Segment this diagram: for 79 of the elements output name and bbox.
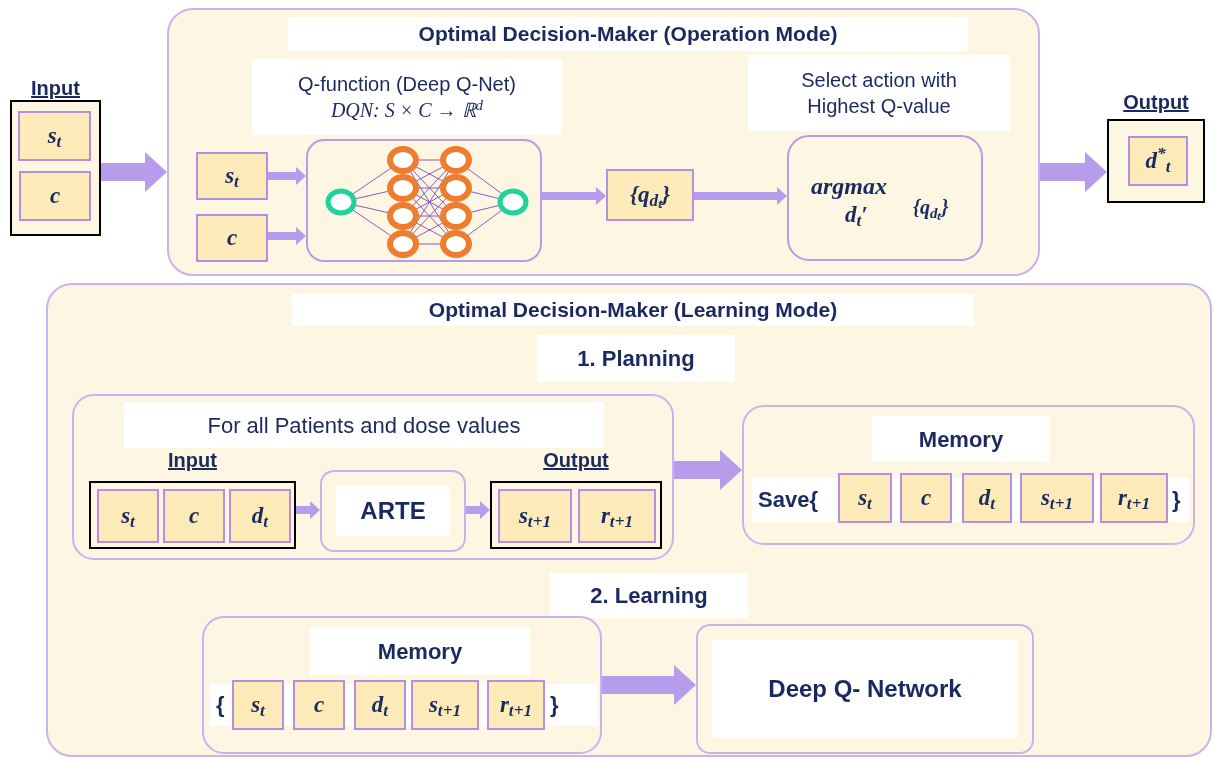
math-symbol: {q$_{dₜ}$} [913, 195, 949, 219]
variable-box [498, 489, 572, 543]
math-symbol: s$_{t}$ [858, 483, 872, 516]
panel [46, 283, 1212, 757]
caption-band [550, 573, 748, 618]
math-symbol: c [188, 501, 200, 530]
math-symbol: s$_{t}$ [251, 690, 265, 723]
math-symbol: r$_{t+1}$ [1117, 483, 1151, 516]
variable-box [411, 680, 479, 730]
caption-band [537, 335, 735, 382]
memory-box [202, 616, 602, 754]
variable-box [196, 214, 268, 262]
math-symbol: r$_{t+1}$ [600, 501, 634, 534]
process-box [696, 624, 1034, 754]
panel-title: Optimal Decision-Maker (Learning Mode) [292, 294, 974, 326]
variable-box [232, 680, 284, 730]
caption-text: Select action with Highest Q-value [800, 68, 958, 119]
variable-box [19, 171, 91, 221]
math-symbol: c [49, 181, 61, 210]
math-symbol: s$_{t+1}$ [1040, 483, 1074, 516]
caption-band [748, 55, 1010, 131]
heading: Output [542, 448, 610, 472]
panel-title: Optimal Decision-Maker (Operation Mode) [288, 17, 968, 51]
math-symbol: s$_{t+1}$ [428, 690, 462, 723]
process-label: ARTE [336, 486, 450, 536]
caption-text: 2. Learning [590, 582, 708, 610]
variable-box [962, 473, 1012, 523]
variable-box [18, 111, 91, 161]
math-symbol: s$_{t}$ [121, 501, 135, 534]
heading: Input [30, 76, 81, 100]
heading: Input [167, 448, 218, 472]
process-box [320, 470, 466, 552]
heading: Output [1122, 90, 1190, 114]
variable-box [196, 152, 268, 200]
variable-box [229, 489, 291, 543]
process-box [72, 394, 674, 560]
caption-text: Memory [377, 637, 463, 666]
math-operator: argmax [811, 173, 887, 199]
panel [167, 8, 1040, 276]
variable-box [1100, 473, 1168, 523]
caption-text: 1. Planning [577, 345, 695, 373]
variable-box [900, 473, 952, 523]
variable-box [293, 680, 345, 730]
bracket-text: } [550, 691, 559, 719]
argmax-box [787, 135, 983, 261]
caption-band [872, 416, 1050, 462]
caption-band [310, 627, 530, 675]
math-symbol: {q$_{dₜ}$} [629, 180, 671, 213]
variable-box [354, 680, 406, 730]
variable-box [487, 680, 545, 730]
caption-text: Memory [918, 425, 1004, 454]
variable-box [606, 169, 694, 221]
bracket-text: } [1172, 486, 1181, 514]
math-symbol: r$_{t+1}$ [499, 690, 533, 723]
network-box [306, 139, 542, 262]
math-symbol: d$_{t}$ [371, 690, 389, 723]
caption-text: DQN: S × C → ℝ$^{d}$ [330, 97, 484, 123]
math-symbol: c [920, 483, 932, 512]
variable-box [1020, 473, 1094, 523]
math-symbol: d$_{t}$ [978, 483, 996, 516]
caption-band [252, 59, 562, 135]
math-symbol: s$_{t+1}$ [518, 501, 552, 534]
variable-box [838, 473, 892, 523]
bracket-text: { [216, 691, 225, 719]
math-symbol: c [313, 690, 325, 719]
bracket-text: Save{ [758, 486, 818, 514]
memory-box [742, 405, 1195, 545]
math-subscript: d$_{t}$′ [845, 201, 868, 229]
variable-box [1128, 136, 1188, 186]
variable-box [97, 489, 159, 543]
variable-box [163, 489, 225, 543]
caption-text: Q-function (Deep Q-Net) [298, 72, 516, 97]
math-symbol: s$_{t}$ [225, 161, 239, 194]
math-symbol: d$_{t}$ [251, 501, 269, 534]
math-symbol: s$_{t}$ [47, 121, 62, 154]
caption-text: For all Patients and dose values [124, 402, 604, 448]
variable-box [578, 489, 656, 543]
process-label: Deep Q- Network [712, 640, 1018, 738]
math-symbol: c [226, 223, 238, 252]
